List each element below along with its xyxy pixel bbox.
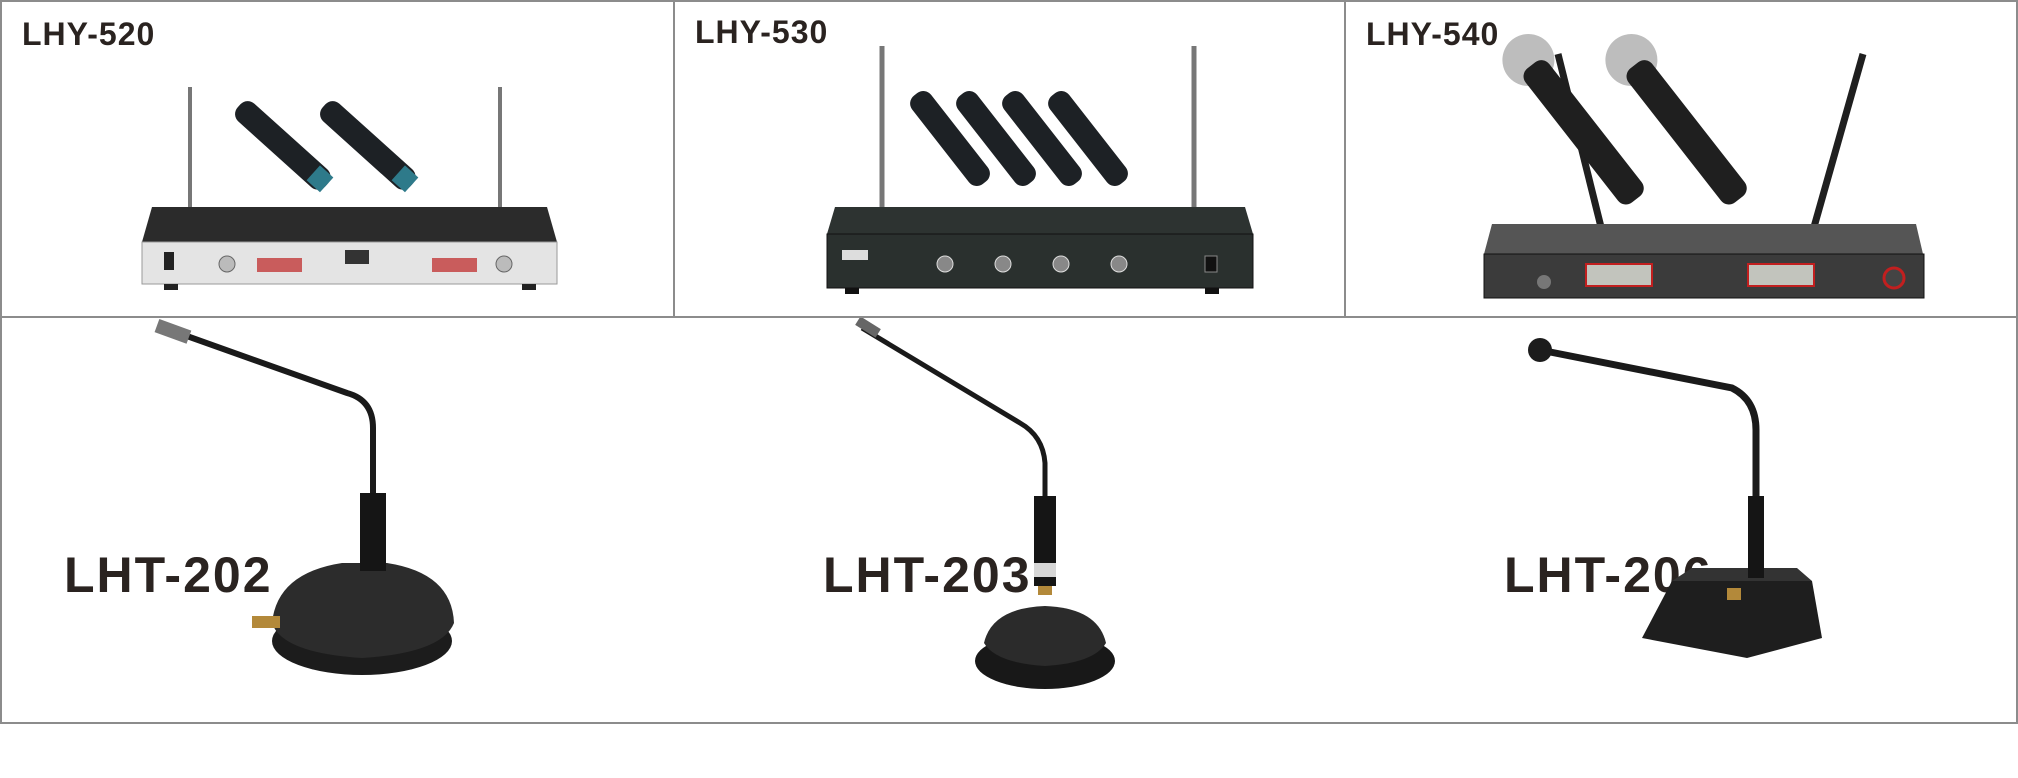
model-label: LHY-520	[22, 16, 156, 52]
conference-mic-lht-206-image	[1528, 338, 1822, 658]
receiver-lhy-530-image	[826, 46, 1254, 294]
product-card-lht-series: LHT-202 LHT-203 LHT-206	[0, 316, 2018, 724]
product-card-lhy-520: LHY-520	[0, 0, 675, 318]
model-label: LHT-203	[823, 547, 1032, 603]
model-label: LHY-540	[1366, 16, 1500, 52]
receiver-lhy-520-image	[141, 87, 558, 290]
conference-mic-lht-203-image	[855, 318, 1115, 689]
conference-mic-lht-202-image	[154, 318, 454, 675]
model-label: LHT-202	[64, 547, 273, 603]
product-card-lhy-530: LHY-530	[673, 0, 1346, 318]
product-card-lhy-540: LHY-540	[1344, 0, 2018, 318]
receiver-lhy-540-image	[1483, 33, 1925, 299]
model-label: LHY-530	[695, 14, 829, 50]
